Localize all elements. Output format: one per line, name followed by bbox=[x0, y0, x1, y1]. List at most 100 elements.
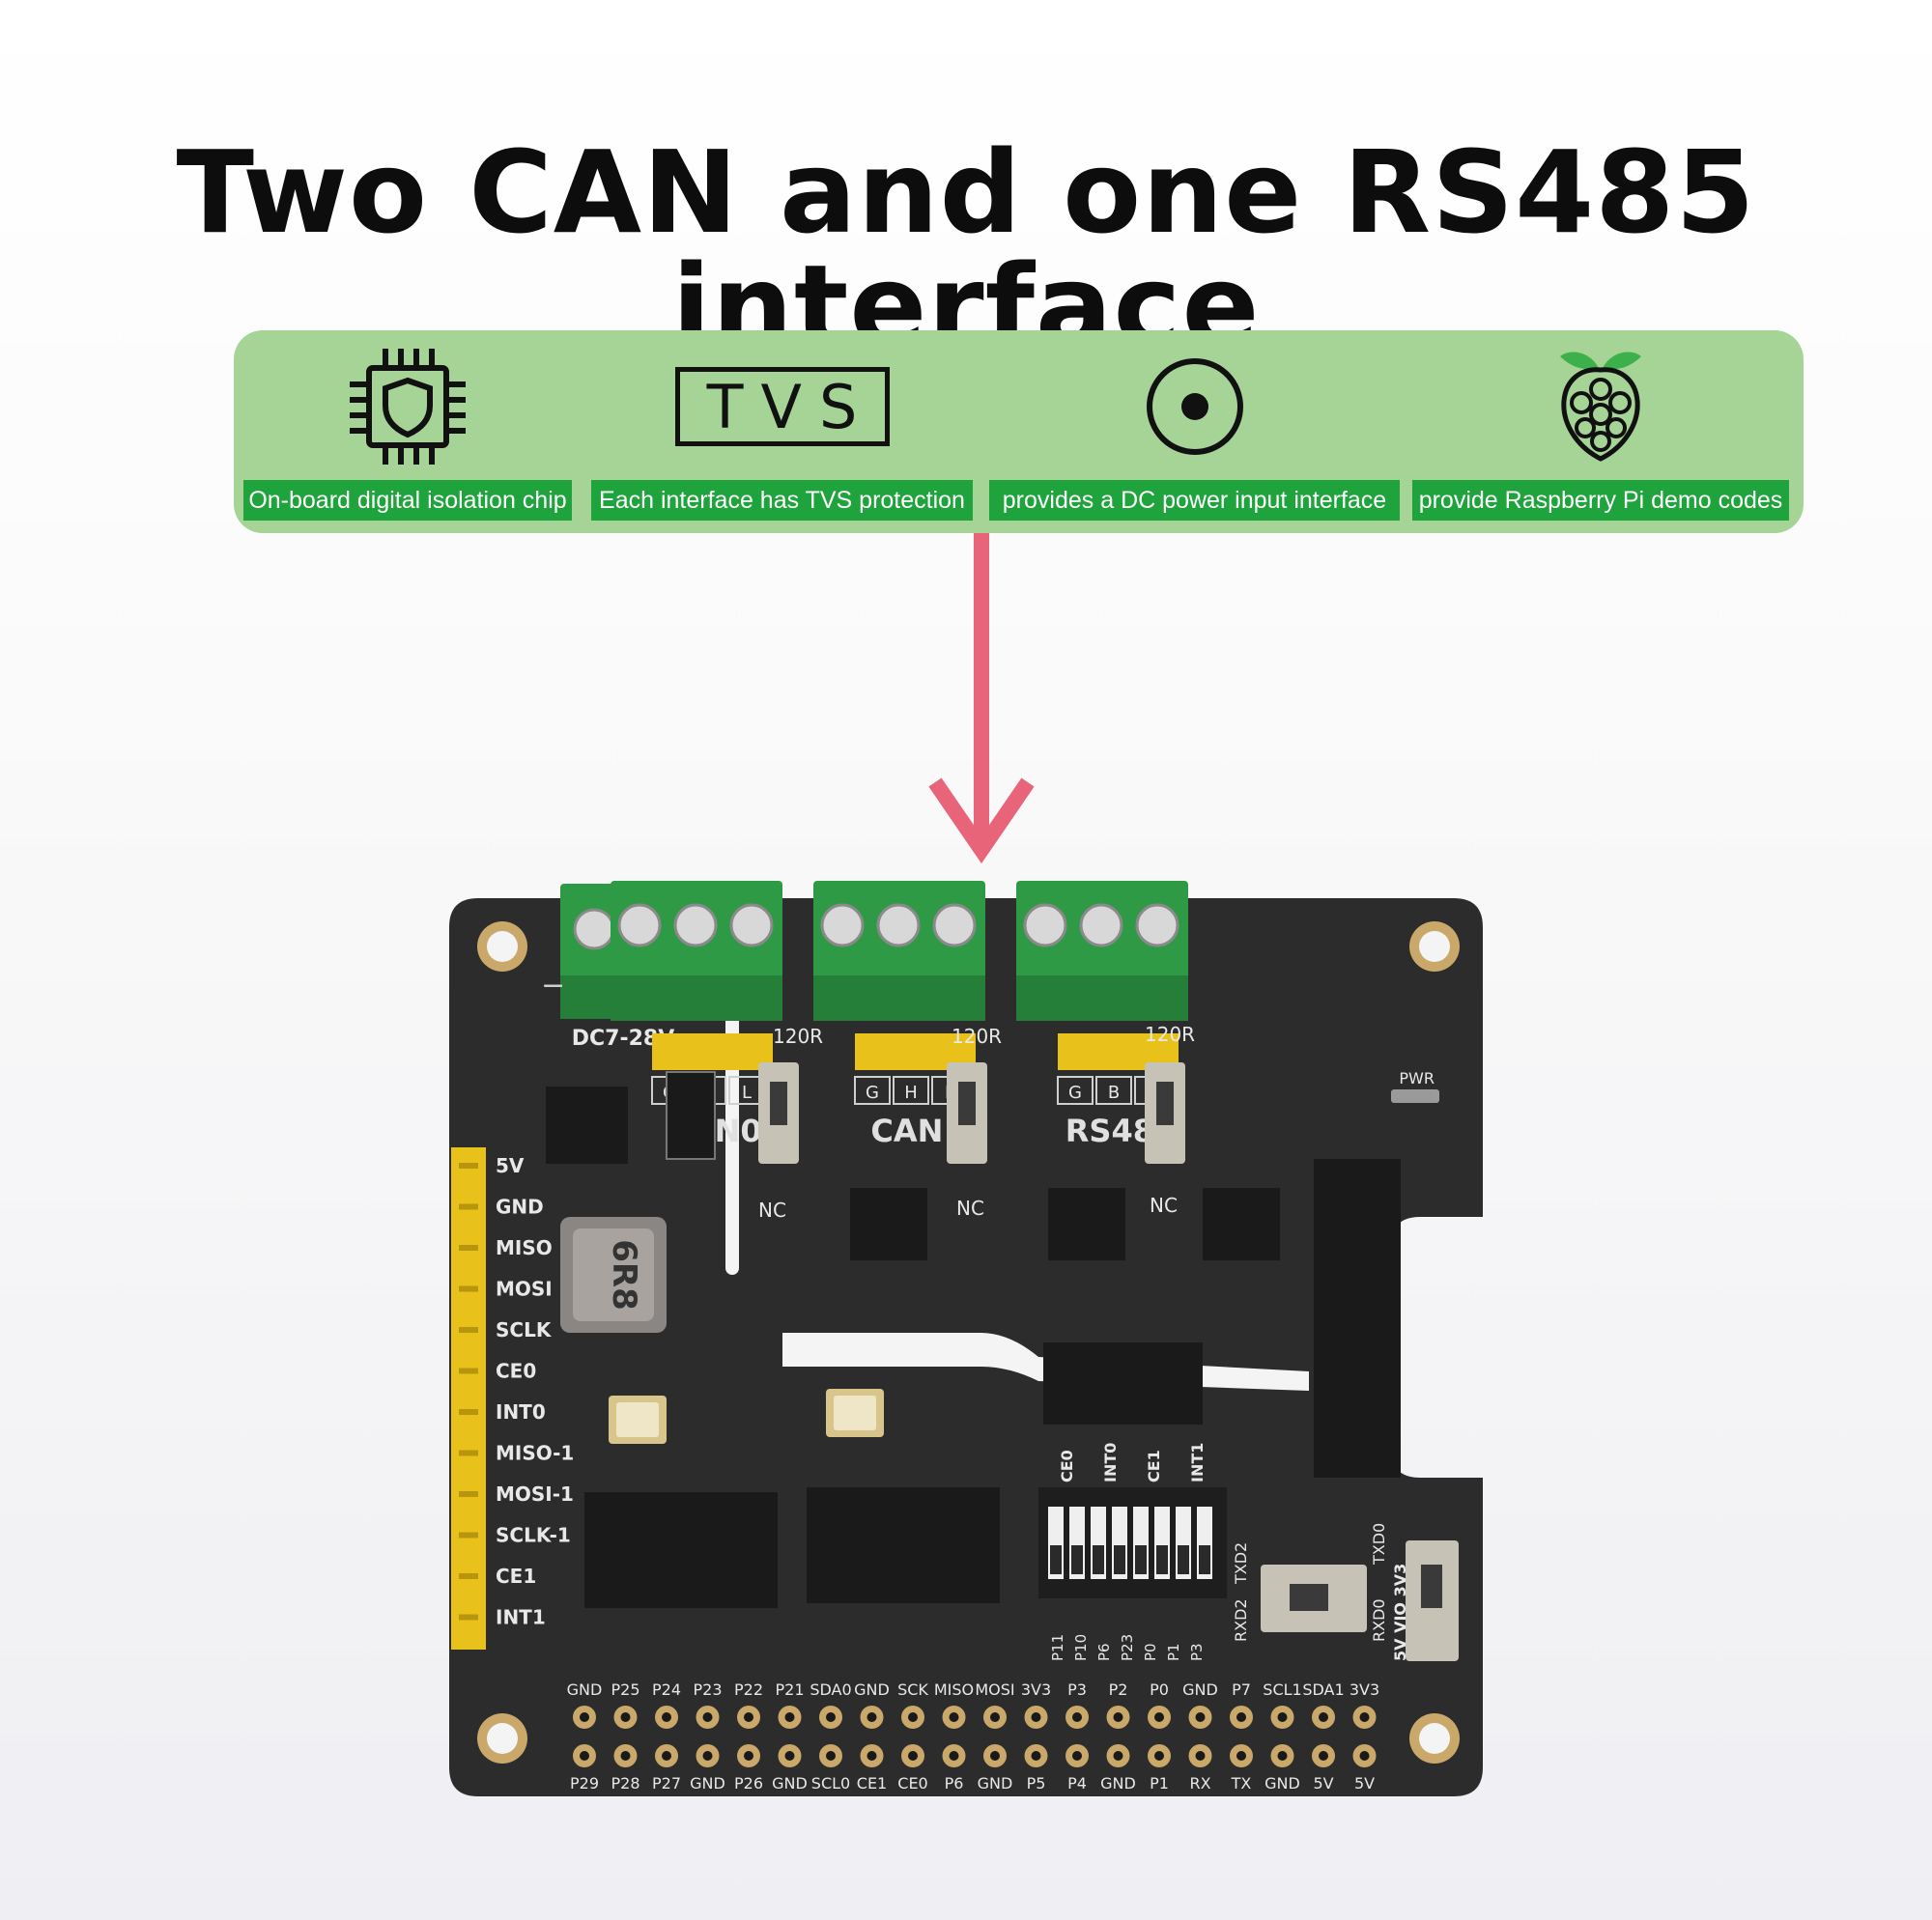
isolator-module bbox=[1314, 1159, 1401, 1478]
gpio-label-bottom: P26 bbox=[734, 1774, 763, 1793]
dip-bottom-label: P11 bbox=[1049, 1634, 1066, 1661]
crystal bbox=[826, 1389, 884, 1437]
gpio-label-bottom: P27 bbox=[652, 1774, 681, 1793]
side-pin bbox=[459, 1368, 478, 1374]
terminal-block-can1 bbox=[813, 881, 985, 1021]
side-pin-label: 5V bbox=[496, 1154, 525, 1177]
side-pin-header bbox=[451, 1147, 486, 1650]
mounting-holes bbox=[477, 921, 1460, 1764]
side-pin bbox=[459, 1245, 478, 1251]
side-pin bbox=[459, 1450, 478, 1456]
terminal-block-rs485 bbox=[1016, 881, 1188, 1021]
dip-key-slider bbox=[1050, 1545, 1062, 1574]
gpio-label-top: P24 bbox=[652, 1680, 681, 1699]
interface-pin-label: L bbox=[742, 1083, 752, 1103]
terminator-label: 120R bbox=[952, 1025, 1002, 1048]
dip-key-slider bbox=[1071, 1545, 1083, 1574]
gpio-label-bottom: GND bbox=[690, 1774, 725, 1793]
uart-switch[interactable] bbox=[1261, 1565, 1367, 1632]
uart-ic bbox=[1043, 1342, 1203, 1425]
gpio-label-bottom: P4 bbox=[1067, 1774, 1087, 1793]
pin-label-box bbox=[1057, 1076, 1094, 1105]
dip-label: CE0 bbox=[1058, 1450, 1076, 1482]
dip-bottom-label: P10 bbox=[1072, 1634, 1090, 1661]
svg-text:6R8: 6R8 bbox=[605, 1239, 643, 1311]
side-pin bbox=[459, 1573, 478, 1579]
uart-label: RXD0 bbox=[1370, 1598, 1388, 1642]
side-pin bbox=[459, 1491, 478, 1497]
pin-label-box bbox=[893, 1076, 929, 1105]
interface-pin-label: G bbox=[866, 1083, 879, 1103]
gpio-label-bottom: P5 bbox=[1027, 1774, 1046, 1793]
side-pin-label: MOSI-1 bbox=[496, 1482, 574, 1506]
vio-switch[interactable] bbox=[1406, 1540, 1459, 1661]
terminator-label: 120R bbox=[773, 1025, 823, 1048]
regulator-ic bbox=[546, 1087, 628, 1164]
nc-label: NC bbox=[758, 1199, 786, 1222]
gpio-label-top: SDA1 bbox=[1302, 1680, 1344, 1699]
gpio-label-top: SDA0 bbox=[810, 1680, 851, 1699]
dip-key-slider bbox=[1156, 1545, 1168, 1574]
gpio-label-bottom: GND bbox=[772, 1774, 808, 1793]
gpio-label-bottom: RX bbox=[1189, 1774, 1210, 1793]
uart-label: RXD2 bbox=[1232, 1598, 1250, 1642]
transceiver-ic bbox=[850, 1188, 1280, 1260]
gpio-label-top: P22 bbox=[734, 1680, 763, 1699]
side-pin-label: MISO bbox=[496, 1236, 553, 1259]
dip-key-slider bbox=[1114, 1545, 1125, 1574]
terminal-block-can0 bbox=[611, 881, 782, 1021]
gpio-label-top: P25 bbox=[611, 1680, 639, 1699]
gpio-label-bottom: P6 bbox=[945, 1774, 964, 1793]
side-pin-label: SCLK-1 bbox=[496, 1524, 571, 1547]
gpio-label-bottom: 5V bbox=[1313, 1774, 1333, 1793]
gpio-label-top: P7 bbox=[1232, 1680, 1251, 1699]
gpio-label-top: P2 bbox=[1109, 1680, 1128, 1699]
dip-bottom-label: P0 bbox=[1142, 1643, 1159, 1661]
dip-bottom-label: P6 bbox=[1095, 1643, 1113, 1661]
termination-switch[interactable] bbox=[1145, 1062, 1185, 1164]
power-led bbox=[1391, 1089, 1439, 1103]
interface-pin-label: H bbox=[904, 1083, 918, 1103]
gpio-label-bottom: GND bbox=[1264, 1774, 1300, 1793]
side-pin-label: SCLK bbox=[496, 1318, 553, 1341]
dip-label: INT1 bbox=[1188, 1443, 1207, 1482]
jumper-header[interactable] bbox=[652, 1033, 773, 1070]
termination-switch[interactable] bbox=[947, 1062, 987, 1164]
gpio-label-bottom: TX bbox=[1231, 1774, 1252, 1793]
side-pin bbox=[459, 1532, 478, 1539]
nc-label: NC bbox=[1150, 1194, 1178, 1217]
inductor: 6R8 bbox=[560, 1217, 667, 1333]
side-pin-label: GND bbox=[496, 1196, 544, 1219]
side-pin-label: MISO-1 bbox=[496, 1442, 574, 1465]
terminator-label: 120R bbox=[1145, 1023, 1195, 1046]
gpio-label-bottom: P1 bbox=[1150, 1774, 1169, 1793]
side-pin bbox=[459, 1203, 478, 1210]
gpio-label-top: MOSI bbox=[975, 1680, 1014, 1699]
side-pin-label: INT1 bbox=[496, 1606, 546, 1629]
gpio-label-top: SCK bbox=[897, 1680, 928, 1699]
side-pin bbox=[459, 1163, 478, 1169]
can-controller-ic bbox=[807, 1487, 1000, 1603]
side-pin bbox=[459, 1409, 478, 1415]
crystal bbox=[609, 1396, 667, 1444]
uart-label: TXD2 bbox=[1232, 1542, 1250, 1585]
dip-bottom-label: P23 bbox=[1119, 1634, 1136, 1661]
dip-label: CE1 bbox=[1145, 1450, 1163, 1482]
termination-switch[interactable] bbox=[758, 1062, 799, 1164]
gpio-label-bottom: GND bbox=[1100, 1774, 1136, 1793]
pcb-board: − + DC7-28V GHLCAN0GHLCAN1GBARS485 120R … bbox=[440, 869, 1512, 1816]
diode bbox=[666, 1071, 716, 1160]
gpio-label-top: SCL1 bbox=[1263, 1680, 1301, 1699]
can-controller-ic bbox=[584, 1492, 778, 1608]
pin-label-box bbox=[1095, 1076, 1132, 1105]
dc-power-icon bbox=[1146, 358, 1243, 455]
gpio-label-top: P21 bbox=[775, 1680, 804, 1699]
dip-switch[interactable] bbox=[1038, 1487, 1227, 1598]
vio-label: 5V VIO 3V3 bbox=[1391, 1564, 1409, 1661]
interface-pin-label: G bbox=[1068, 1083, 1082, 1103]
gpio-label-top: MISO bbox=[934, 1680, 974, 1699]
pwr-label: PWR bbox=[1399, 1069, 1435, 1087]
gpio-label-top: GND bbox=[854, 1680, 890, 1699]
page-title: Two CAN and one RS485 interface bbox=[176, 126, 1756, 373]
side-pin bbox=[459, 1285, 478, 1292]
